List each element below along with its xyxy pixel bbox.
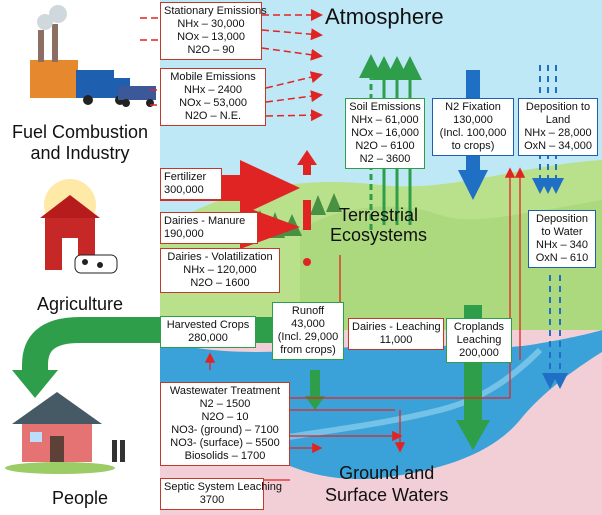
box-volatilization-nhx: NHx – 120,000: [183, 264, 257, 276]
box-dairies-leaching: Dairies - Leaching 11,000: [348, 318, 444, 350]
box-dep-water-sub: to Water: [541, 226, 583, 238]
region-label-water-line2: Surface Waters: [325, 485, 449, 505]
box-dep-water-nhx: NHx – 340: [536, 239, 588, 251]
box-soil-n2: N2 – 3600: [359, 153, 411, 165]
box-dairies-volatilization: Dairies - Volatilization NHx – 120,000 N…: [160, 248, 280, 293]
box-harvested-value: 280,000: [188, 332, 228, 344]
box-fertilizer: Fertilizer 300,000: [160, 168, 222, 200]
box-soil-n2o: N2O – 6100: [355, 140, 415, 152]
box-fixation-total: 130,000: [453, 114, 493, 126]
sector-label-agriculture: Agriculture: [36, 294, 124, 314]
runoff-arrow: [305, 370, 325, 410]
box-stationary-n2o: N2O – 90: [187, 44, 235, 56]
box-croplands-leaching: Croplands Leaching 200,000: [446, 318, 512, 363]
box-mobile-nhx: NHx – 2400: [183, 84, 243, 96]
volatilization-arrow: [297, 150, 317, 266]
box-dep-land-nhx: NHx – 28,000: [524, 127, 592, 139]
box-manure-title: Dairies - Manure: [164, 215, 246, 227]
box-n2-fixation: N2 Fixation 130,000 (Incl. 100,000 to cr…: [432, 98, 514, 156]
box-stationary-title: Stationary Emissions: [164, 5, 267, 17]
box-manure-value: 190,000: [164, 228, 204, 240]
box-deposition-water: Deposition to Water NHx – 340 OxN – 610: [528, 210, 596, 268]
box-soil-nhx: NHx – 61,000: [351, 114, 419, 126]
box-wastewater-no3-ground: NO3- (ground) – 7100: [171, 424, 279, 436]
region-label-atmosphere: Atmosphere: [325, 4, 444, 29]
region-label-water-line1: Ground and: [339, 463, 435, 483]
box-dairies-manure: Dairies - Manure 190,000: [160, 212, 258, 244]
box-soil-emissions: Soil Emissions NHx – 61,000 NOx – 16,000…: [345, 98, 425, 169]
box-septic-leaching: Septic System Leaching 3700: [160, 478, 283, 510]
box-runoff-crops: from crops): [280, 344, 336, 356]
box-stationary-emissions: Stationary Emissions NHx – 30,000 NOx – …: [160, 2, 267, 60]
box-croplands-value: 200,000: [459, 347, 499, 359]
box-septic-title: Septic System Leaching: [164, 481, 283, 493]
box-mobile-nox: NOx – 53,000: [179, 97, 247, 109]
box-wastewater-no3-surface: NO3- (surface) – 5500: [170, 437, 280, 449]
box-dep-water-title: Deposition: [536, 213, 588, 225]
box-harvested-title: Harvested Crops: [166, 319, 250, 331]
box-mobile-title: Mobile Emissions: [170, 71, 256, 83]
box-runoff-title: Runoff: [291, 305, 325, 317]
emission-arrows: [140, 9, 323, 122]
box-fixation-incl: (Incl. 100,000: [439, 127, 507, 139]
region-label-water: Ground and Surface Waters: [325, 462, 448, 506]
box-volatilization-title: Dairies - Volatilization: [167, 251, 273, 263]
box-runoff: Runoff 43,000 (Incl. 29,000 from crops): [272, 302, 344, 360]
region-label-terrestrial-line2: Ecosystems: [330, 225, 428, 245]
box-wastewater-biosolids: Biosolids – 1700: [184, 450, 266, 462]
box-dep-land-oxn: OxN – 34,000: [524, 140, 592, 152]
box-mobile-emissions: Mobile Emissions NHx – 2400 NOx – 53,000…: [160, 68, 266, 126]
sector-label-people: People: [51, 488, 109, 508]
barn-illustration: [40, 179, 118, 274]
box-stationary-nhx: NHx – 30,000: [177, 18, 245, 30]
box-deposition-land: Deposition to Land NHx – 28,000 OxN – 34…: [518, 98, 598, 156]
house-illustration: [5, 392, 125, 474]
box-fertilizer-title: Fertilizer: [164, 171, 207, 183]
box-croplands-sub: Leaching: [456, 334, 502, 346]
box-croplands-title: Croplands: [453, 321, 505, 333]
box-stationary-nox: NOx – 13,000: [177, 31, 245, 43]
deposition-arrows: [532, 65, 568, 389]
box-runoff-total: 43,000: [291, 318, 325, 330]
factory-illustration: [30, 5, 156, 107]
box-fixation-crops: to crops): [451, 140, 495, 152]
box-dep-water-oxn: OxN – 610: [535, 252, 589, 264]
box-harvested-crops: Harvested Crops 280,000: [160, 316, 256, 348]
sector-label-fuel: Fuel Combustion and Industry: [0, 122, 160, 164]
box-leaching-title: Dairies - Leaching: [352, 321, 441, 333]
box-wastewater-n2: N2 – 1500: [199, 398, 251, 410]
fertilizer-flow-arrow: [160, 160, 300, 216]
box-soil-title: Soil Emissions: [349, 101, 421, 113]
box-fixation-title: N2 Fixation: [445, 101, 501, 113]
box-wastewater-title: Wastewater Treatment: [169, 385, 281, 397]
box-mobile-n2o: N2O – N.E.: [184, 110, 242, 122]
box-wastewater-n2o: N2O – 10: [201, 411, 249, 423]
box-dep-land-title: Deposition to: [525, 101, 591, 113]
sector-label-fuel-line1: Fuel Combustion: [11, 122, 149, 142]
box-soil-nox: NOx – 16,000: [351, 127, 419, 139]
box-leaching-value: 11,000: [379, 334, 413, 346]
harvested-crops-flow-arrow: [12, 317, 300, 398]
box-volatilization-n2o: N2O – 1600: [190, 277, 250, 289]
region-label-terrestrial: Terrestrial Ecosystems: [330, 205, 427, 245]
sector-label-fuel-line2: and Industry: [30, 143, 130, 163]
box-runoff-incl: (Incl. 29,000: [277, 331, 339, 343]
box-wastewater-treatment: Wastewater Treatment N2 – 1500 N2O – 10 …: [160, 382, 290, 466]
box-dep-land-sub: Land: [545, 114, 571, 126]
region-label-terrestrial-line1: Terrestrial: [339, 205, 419, 225]
box-fertilizer-value: 300,000: [164, 184, 204, 196]
box-septic-value: 3700: [199, 494, 225, 506]
